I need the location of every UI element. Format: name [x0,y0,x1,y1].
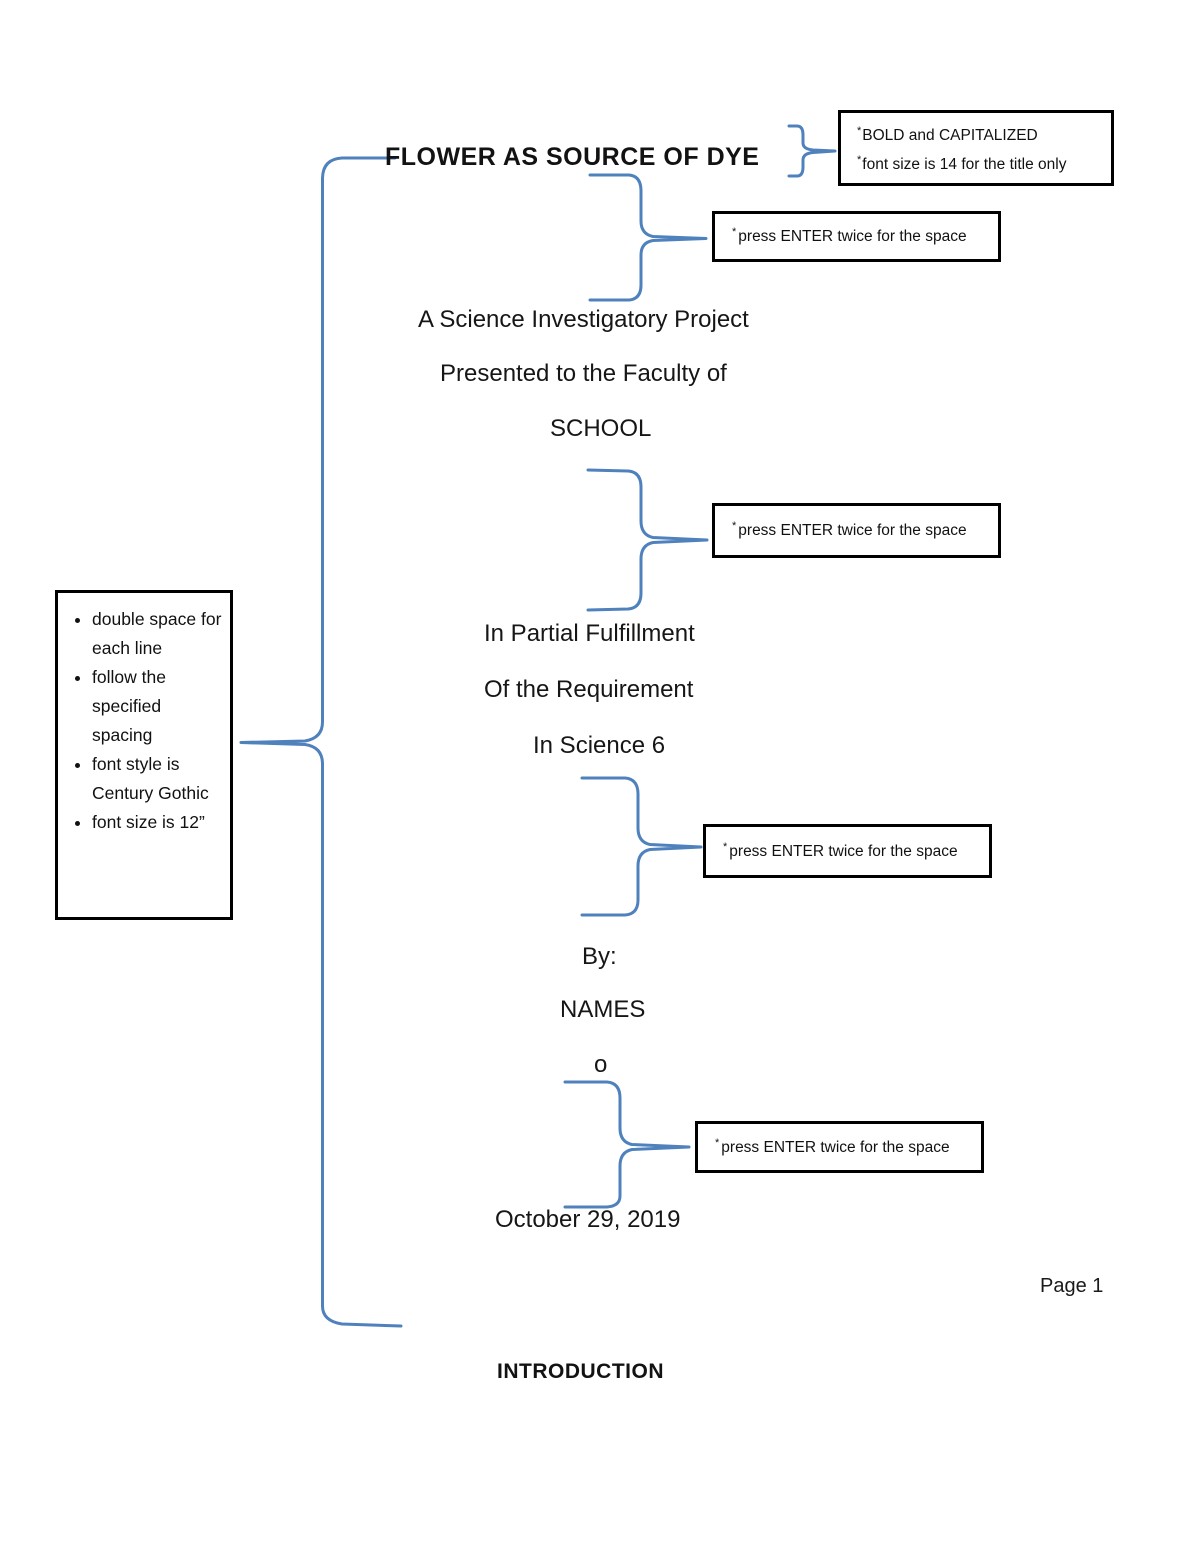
space-brace-4 [563,1080,691,1209]
date-line: October 29, 2019 [495,1206,681,1233]
title-note-line-1: *BOLD and CAPITALIZED [857,119,1105,148]
format-rules-box: double space for each line follow the sp… [55,590,233,920]
title-format-note: *BOLD and CAPITALIZED *font size is 14 f… [838,110,1114,186]
space-brace-3 [580,776,703,917]
subtitle-line-1: A Science Investigatory Project [418,306,749,333]
enter-note-4-text: press ENTER twice for the space [721,1139,950,1157]
enter-note-2: *press ENTER twice for the space [712,503,1001,558]
fulfillment-line-3: In Science 6 [533,732,666,759]
space-brace-2 [586,468,709,612]
byline: By: [582,943,617,970]
title-note-line-2: *font size is 14 for the title only [857,148,1105,177]
title-note-line-2-text: font size is 14 for the title only [862,156,1067,174]
subtitle-line-3: SCHOOL [550,415,652,442]
subtitle-line-2: Presented to the Faculty of [440,360,727,387]
fulfillment-line-2: Of the Requirement [484,676,694,703]
asterisk-marker: * [857,154,862,166]
rule-item: follow the specified spacing [92,663,224,750]
asterisk-marker: * [732,520,737,533]
title-note-line-1-text: BOLD and CAPITALIZED [862,127,1038,144]
enter-note-3-text: press ENTER twice for the space [729,843,958,861]
asterisk-marker: * [857,124,862,137]
asterisk-marker: * [715,1136,720,1149]
enter-note-1: *press ENTER twice for the space [712,211,1001,262]
page-title: FLOWER AS SOURCE OF DYE [385,143,760,171]
rule-item: font size is 12” [92,808,224,837]
enter-note-2-text: press ENTER twice for the space [738,522,967,540]
big-left-brace [239,156,403,1328]
asterisk-marker: * [732,226,737,239]
rule-item: double space for each line [92,605,224,663]
fulfillment-line-1: In Partial Fulfillment [484,620,695,647]
introduction-heading: INTRODUCTION [497,1360,664,1383]
format-rules-list: double space for each line follow the sp… [68,605,224,837]
enter-note-3: *press ENTER twice for the space [703,824,992,878]
enter-note-4: *press ENTER twice for the space [695,1121,984,1173]
page-number: Page 1 [1040,1275,1104,1297]
asterisk-marker: * [723,840,728,853]
space-brace-1 [588,173,708,302]
names-placeholder: NAMES [560,996,646,1023]
name-bullet: o [594,1051,608,1078]
enter-note-1-text: press ENTER twice for the space [738,228,967,246]
title-brace [787,124,837,178]
rule-item: font style is Century Gothic [92,750,224,808]
